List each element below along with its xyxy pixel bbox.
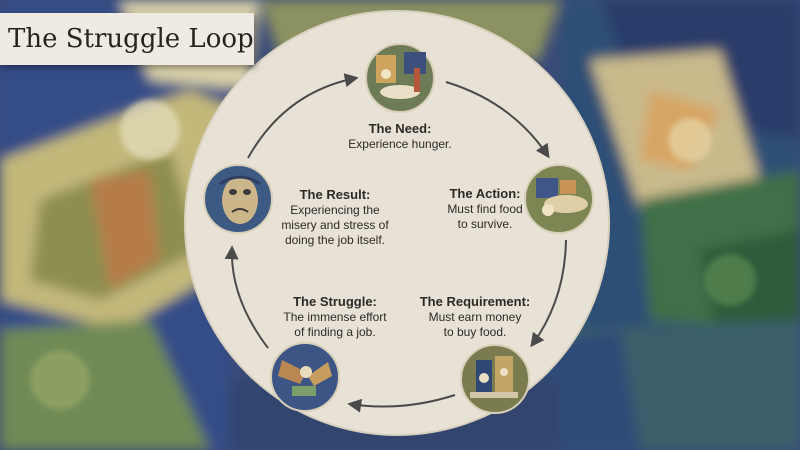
title-banner: The Struggle Loop [0, 13, 254, 65]
arrow-action-to-requirement [530, 239, 567, 348]
step-description: Must earn money to buy food. [428, 310, 522, 339]
arrow-result-to-need [247, 73, 359, 159]
step-label: The Requirement: [419, 294, 531, 309]
step-description: Experiencing the misery and stress of do… [281, 203, 389, 247]
cycle-diagram [203, 43, 594, 414]
cycle-step-requirement: The Requirement: Must earn money to buy … [400, 294, 550, 340]
cycle-step-need: The Need: Experience hunger. [315, 121, 485, 152]
step-label: The Result: [299, 187, 371, 202]
cycle-step-result: The Result: Experiencing the misery and … [270, 187, 400, 248]
arrow-requirement-to-struggle [347, 394, 456, 413]
step-description: Experience hunger. [348, 137, 452, 151]
step-label: The Action: [449, 186, 521, 201]
step-description: Must find food to survive. [447, 202, 523, 231]
page-title: The Struggle Loop [8, 24, 254, 54]
hands-with-food-icon [524, 164, 594, 234]
hands-reaching-icon [270, 342, 340, 412]
step-label: The Struggle: [293, 294, 377, 309]
money-jar-icon [460, 344, 530, 414]
step-label: The Need: [368, 121, 432, 136]
arrow-struggle-to-result [224, 245, 269, 349]
food-plate-icon [365, 43, 435, 113]
arrow-need-to-action [445, 81, 550, 159]
step-description: The immense effort of finding a job. [283, 310, 387, 339]
cycle-step-action: The Action: Must find food to survive. [420, 186, 550, 232]
cycle-step-struggle: The Struggle: The immense effort of find… [265, 294, 405, 340]
distressed-face-icon [203, 164, 273, 234]
